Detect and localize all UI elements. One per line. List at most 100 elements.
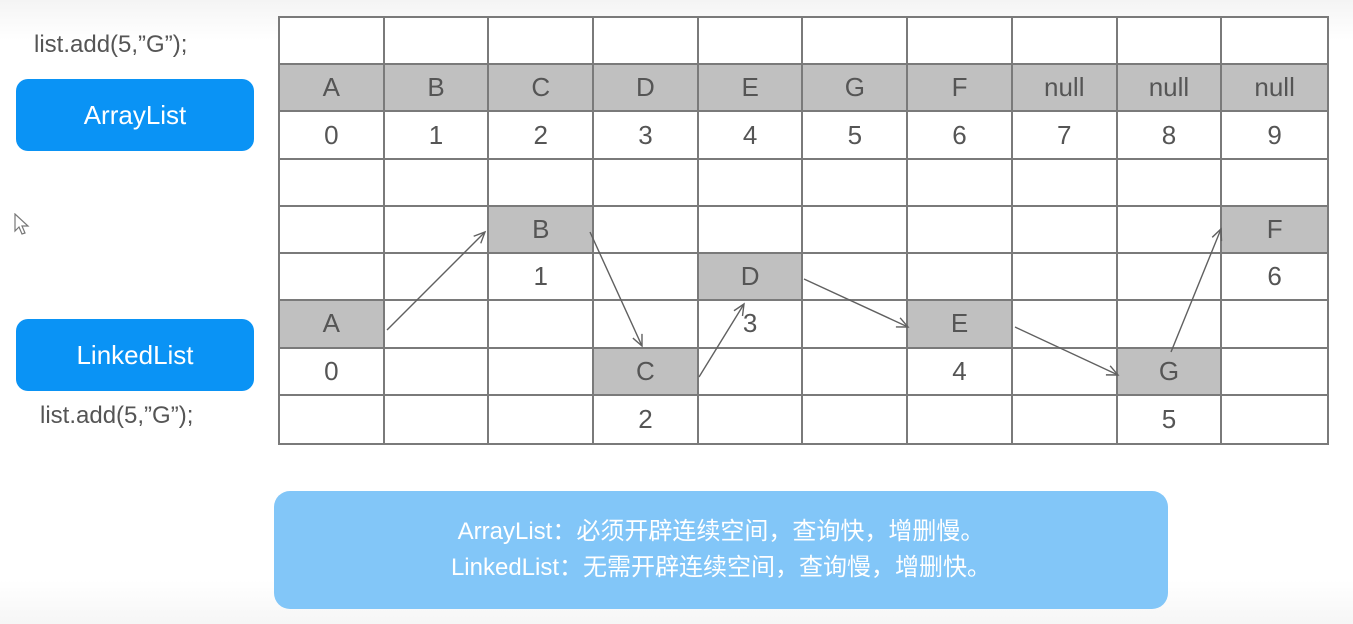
grid-node-cell: E	[698, 65, 804, 113]
grid-cell: 2	[594, 395, 699, 443]
arraylist-button[interactable]: ArrayList	[16, 79, 254, 151]
grid-cell	[1117, 18, 1223, 66]
grid-cell	[280, 254, 385, 302]
grid-cell	[384, 301, 490, 349]
grid-cell	[489, 159, 595, 207]
grid-cell	[384, 395, 490, 443]
grid-node-cell: B	[384, 65, 490, 113]
grid-cell	[698, 206, 804, 255]
grid-cell	[489, 395, 595, 443]
grid-cell	[1222, 18, 1327, 66]
grid-node-cell: E	[908, 301, 1013, 349]
grid-node-cell: G	[803, 65, 909, 113]
grid-node-cell: D	[594, 65, 699, 113]
grid-cell	[489, 18, 595, 66]
grid-node-cell: F	[908, 65, 1013, 113]
grid-cell	[698, 18, 804, 66]
grid-node-cell: null	[1012, 65, 1118, 113]
grid-cell	[698, 395, 804, 443]
grid-cell	[1012, 159, 1118, 207]
grid-cell: 3	[594, 112, 699, 160]
linkedlist-button-label: LinkedList	[76, 339, 194, 370]
grid-cell	[489, 301, 595, 349]
grid-cell	[1012, 395, 1118, 443]
grid-cell: 2	[489, 112, 595, 160]
grid-cell	[908, 254, 1013, 302]
grid-cell: 1	[489, 254, 595, 302]
grid-node-cell: D	[698, 254, 804, 302]
grid-cell: 1	[384, 112, 490, 160]
grid-cell	[1222, 348, 1327, 396]
grid-cell	[803, 301, 909, 349]
grid-cell	[280, 159, 385, 207]
linkedlist-code-label: list.add(5,”G”);	[40, 402, 194, 429]
grid-cell	[1222, 301, 1327, 349]
grid-node-cell: A	[280, 301, 385, 349]
grid-node-cell: F	[1222, 206, 1327, 255]
grid-cell: 0	[280, 348, 385, 396]
grid-node-cell: G	[1117, 348, 1223, 396]
grid-cell	[908, 18, 1013, 66]
grid-cell: 8	[1117, 112, 1223, 160]
grid-cell: 9	[1222, 112, 1327, 160]
grid-cell	[1222, 159, 1327, 207]
grid-cell	[698, 348, 804, 396]
grid-cell	[594, 18, 699, 66]
grid-cell	[280, 18, 385, 66]
grid-cell	[803, 254, 909, 302]
grid-cell	[1012, 301, 1118, 349]
comparison-note: ArrayList：必须开辟连续空间，查询快，增删慢。 LinkedList：无…	[274, 491, 1168, 609]
grid-cell	[594, 301, 699, 349]
grid-cell	[1012, 206, 1118, 255]
grid-cell	[1117, 301, 1223, 349]
grid-cell: 4	[698, 112, 804, 160]
grid-cell: 4	[908, 348, 1013, 396]
grid-node-cell: null	[1222, 65, 1327, 113]
grid-cell	[594, 206, 699, 255]
grid-cell	[698, 159, 804, 207]
grid-cell	[908, 159, 1013, 207]
grid-cell	[280, 395, 385, 443]
grid-cell: 7	[1012, 112, 1118, 160]
grid-cell: 5	[803, 112, 909, 160]
grid-cell	[594, 254, 699, 302]
grid-cell	[489, 348, 595, 396]
grid-cell	[803, 206, 909, 255]
grid-node-cell: C	[594, 348, 699, 396]
grid-cell	[803, 395, 909, 443]
grid-cell	[803, 159, 909, 207]
grid-cell	[1117, 206, 1223, 255]
grid-node-cell: A	[280, 65, 385, 113]
mouse-cursor-icon	[14, 212, 32, 242]
grid-cell	[280, 206, 385, 255]
grid-cell	[803, 18, 909, 66]
grid-cell	[384, 159, 490, 207]
grid-cell: 5	[1117, 395, 1223, 443]
grid-cell	[908, 206, 1013, 255]
grid-cell	[803, 348, 909, 396]
grid-cell: 6	[908, 112, 1013, 160]
grid-cell: 0	[280, 112, 385, 160]
grid-cell: 6	[1222, 254, 1327, 302]
grid-cell	[384, 18, 490, 66]
grid-cell	[384, 348, 490, 396]
arraylist-code-label: list.add(5,”G”);	[34, 31, 188, 58]
grid-cell	[1117, 159, 1223, 207]
grid-cell	[1117, 254, 1223, 302]
grid-cell	[594, 159, 699, 207]
grid-cell	[1222, 395, 1327, 443]
grid-cell	[908, 395, 1013, 443]
grid-cell	[384, 206, 490, 255]
grid-node-cell: null	[1117, 65, 1223, 113]
grid-cell: 3	[698, 301, 804, 349]
grid-cell	[1012, 348, 1118, 396]
note-line-linkedlist: LinkedList：无需开辟连续空间，查询慢，增删快。	[450, 554, 992, 581]
grid-cell	[384, 254, 490, 302]
grid-node-cell: C	[489, 65, 595, 113]
grid-node-cell: B	[489, 206, 595, 255]
linkedlist-button[interactable]: LinkedList	[16, 319, 254, 391]
note-line-arraylist: ArrayList：必须开辟连续空间，查询快，增删慢。	[457, 518, 985, 545]
arraylist-button-label: ArrayList	[83, 99, 187, 130]
grid-cell	[1012, 18, 1118, 66]
